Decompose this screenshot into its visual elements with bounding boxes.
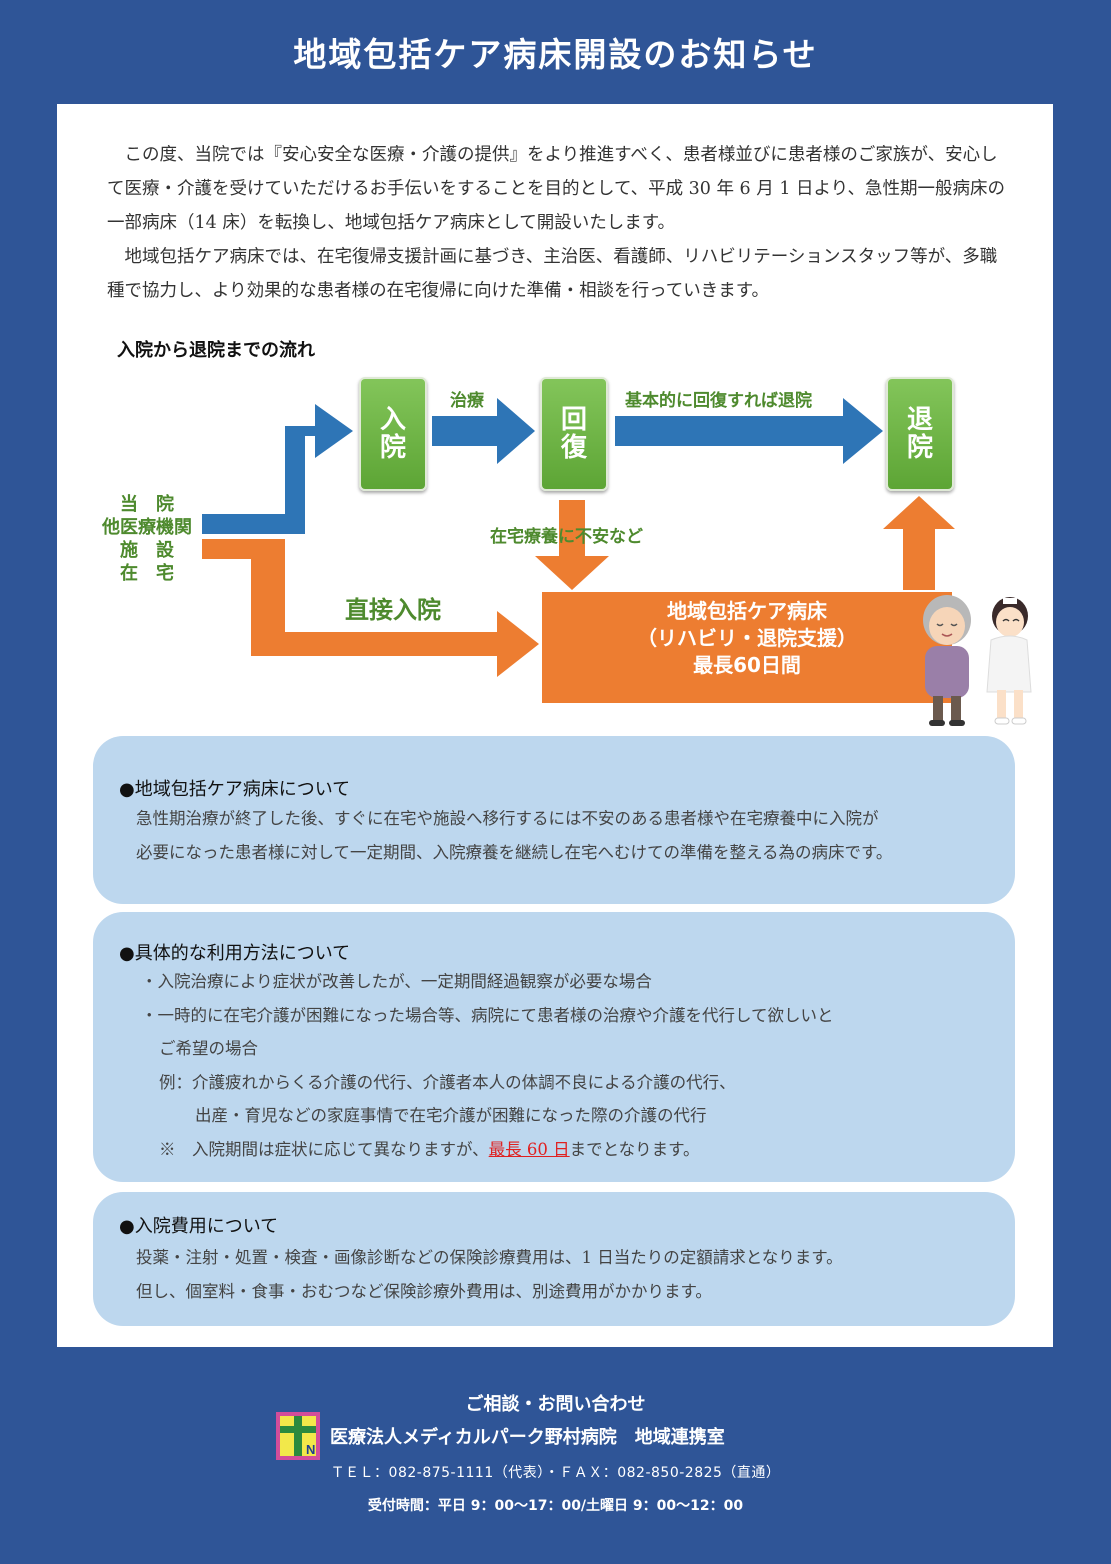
patient-nurse-illustration (923, 595, 1032, 726)
footer-organization: 医療法人メディカルパーク野村病院 地域連携室 (330, 1427, 725, 1448)
ward-title: 地域包括ケア病床 (667, 599, 827, 623)
box-discharge-char-2: 院 (906, 433, 933, 463)
card2-line: 例：介護疲れからくる介護の代行、介護者本人の体調不良による介護の代行、 (159, 1072, 736, 1092)
card2-line: ご希望の場合 (159, 1039, 258, 1058)
source-other-institution: 他医療機関 (102, 517, 192, 538)
card-admission-costs: ●入院費用について 投薬・注射・処置・検査・画像診断などの保険診療費用は、1 日… (93, 1192, 1015, 1326)
content-panel: この度、当院では『安心安全な医療・介護の提供』をより推進すべく、患者様並びに患者… (57, 104, 1053, 1347)
box-recovery: 回 復 (540, 377, 608, 491)
card2-body: ・入院治療により症状が改善したが、一定期間経過観察が必要な場合 ・一時的に在宅介… (141, 965, 834, 1166)
intro-paragraph-2: 地域包括ケア病床では、在宅復帰支援計画に基づき、主治医、看護師、リハビリテーショ… (107, 247, 998, 301)
card-community-care-ward: ●地域包括ケア病床について 急性期治療が終了した後、すぐに在宅や施設へ移行するに… (93, 736, 1015, 904)
ward-subtitle: （リハビリ・退院支援） (637, 626, 857, 650)
page-title: 地域包括ケア病床開設のお知らせ (293, 35, 818, 74)
card1-heading: ●地域包括ケア病床について (119, 779, 351, 800)
logo-letter: N (306, 1442, 315, 1457)
source-home: 在 宅 (120, 563, 174, 584)
orange-arrow-direct (202, 539, 539, 677)
label-home-anxiety: 在宅療養に不安など (490, 527, 643, 547)
card1-line: 急性期治療が終了した後、すぐに在宅や施設へ移行するには不安のある患者様や在宅療養… (136, 809, 879, 828)
label-direct-admission: 直接入院 (345, 596, 441, 624)
box-discharge: 退 院 (886, 377, 954, 491)
ward-box: 地域包括ケア病床 （リハビリ・退院支援） 最長60日間 (542, 592, 952, 703)
footer-consult: ご相談・お問い合わせ (465, 1394, 646, 1415)
card1-body: 急性期治療が終了した後、すぐに在宅や施設へ移行するには不安のある患者様や在宅療養… (136, 802, 892, 869)
note-suffix: までとなります。 (569, 1139, 700, 1159)
intro-text: この度、当院では『安心安全な医療・介護の提供』をより推進すべく、患者様並びに患者… (107, 138, 1007, 308)
intro-paragraph-1: この度、当院では『安心安全な医療・介護の提供』をより推進すべく、患者様並びに患者… (107, 145, 1005, 233)
nurse-icon (986, 597, 1032, 725)
card1-line: 必要になった患者様に対して一定期間、入院療養を継続し在宅へむけての準備を整える為… (136, 842, 893, 862)
box-recovery-char-2: 復 (560, 433, 587, 463)
card2-note: ※ 入院期間は症状に応じて異なりますが、最長 60 日までとなります。 (141, 1133, 834, 1167)
box-admission-char-1: 入 (379, 405, 406, 435)
label-basic-discharge: 基本的に回復すれば退院 (625, 391, 812, 411)
label-treatment: 治療 (450, 391, 484, 411)
ward-duration: 最長60日間 (693, 653, 801, 677)
blue-arrow-to-admit (202, 404, 353, 534)
card2-line: 出産・育児などの家庭事情で在宅介護が困難になった際の介護の代行 (195, 1106, 707, 1125)
arrow-recover-to-discharge (615, 398, 883, 464)
blue-arrow-source-bar (202, 514, 305, 534)
card3-body: 投薬・注射・処置・検査・画像診断などの保険診療費用は、1 日当たりの定額請求とな… (136, 1241, 843, 1308)
box-discharge-char-1: 退 (906, 405, 933, 435)
card2-line: ・一時的に在宅介護が困難になった場合等、病院にて患者様の治療や介護を代行して欲し… (141, 1005, 834, 1025)
card2-heading: ●具体的な利用方法について (119, 943, 351, 964)
card3-line: 但し、個室料・食事・おむつなど保険診療外費用は、別途費用がかかります。 (136, 1281, 712, 1301)
source-hospital: 当 院 (120, 494, 174, 515)
flow-title: 入院から退院までの流れ (117, 340, 315, 361)
note-prefix: ※ 入院期間は症状に応じて異なりますが、 (159, 1139, 489, 1159)
flow-sources: 当 院 他医療機関 施 設 在 宅 (97, 493, 197, 585)
arrow-ward-to-discharge (883, 496, 955, 590)
source-facility: 施 設 (120, 540, 174, 561)
elderly-patient-icon (923, 595, 971, 726)
box-admission-char-2: 院 (379, 433, 406, 463)
flow-arrows (202, 398, 955, 677)
card3-heading: ●入院費用について (119, 1216, 279, 1237)
card2-line: ・入院治療により症状が改善したが、一定期間経過観察が必要な場合 (141, 972, 652, 991)
footer-contact: ＴＥＬ：082-875-1111（代表）・ＦＡＸ：082-850-2825（直通… (330, 1465, 781, 1481)
footer-hours: 受付時間：平日 9：00〜17：00/土曜日 9：00〜12：00 (367, 1498, 744, 1514)
card-usage-method: ●具体的な利用方法について ・入院治療により症状が改善したが、一定期間経過観察が… (93, 912, 1015, 1182)
note-highlight: 最長 60 日 (488, 1139, 570, 1159)
card3-line: 投薬・注射・処置・検査・画像診断などの保険診療費用は、1 日当たりの定額請求とな… (136, 1248, 843, 1267)
box-recovery-char-1: 回 (560, 405, 587, 435)
arrow-admit-to-recover (432, 398, 535, 464)
hospital-logo: N (276, 1412, 320, 1460)
arrow-recover-to-ward (535, 500, 609, 590)
box-admission: 入 院 (359, 377, 427, 491)
